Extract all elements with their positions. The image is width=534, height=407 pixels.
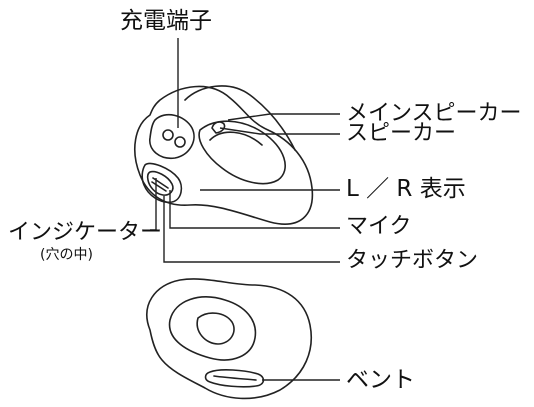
charging-pad (149, 113, 195, 160)
side-panel (141, 162, 183, 204)
leader-main-speaker (227, 113, 340, 121)
charging-contact-1 (162, 129, 174, 141)
earbud-top-ring (184, 85, 296, 151)
charging-contact-2 (174, 136, 186, 148)
touch-button-area (146, 170, 174, 196)
label-main-speaker: メインスピーカー (346, 101, 522, 126)
earbud-bottom-outline (146, 278, 312, 400)
leader-mic (169, 190, 340, 229)
label-vent: ベント (346, 367, 415, 393)
vent-slot (204, 369, 265, 388)
label-mic: マイク (346, 214, 412, 239)
label-indicator: インジケーター (8, 220, 163, 245)
leader-indicator (150, 178, 157, 231)
label-lr-indicator: L ／ R 表示 (346, 176, 466, 202)
label-indicator-note: (穴の中) (40, 247, 93, 263)
speaker-slot (211, 121, 226, 134)
label-speaker: スピーカー (346, 121, 457, 146)
label-charging-terminal: 充電端子 (120, 8, 212, 34)
leader-speaker (219, 127, 340, 135)
earbud-top-outline (134, 85, 314, 225)
label-touch-button: タッチボタン (346, 248, 479, 273)
leader-touch (163, 196, 340, 263)
earbud-bottom-inner (168, 296, 257, 361)
earbud-top-inner (198, 120, 286, 185)
